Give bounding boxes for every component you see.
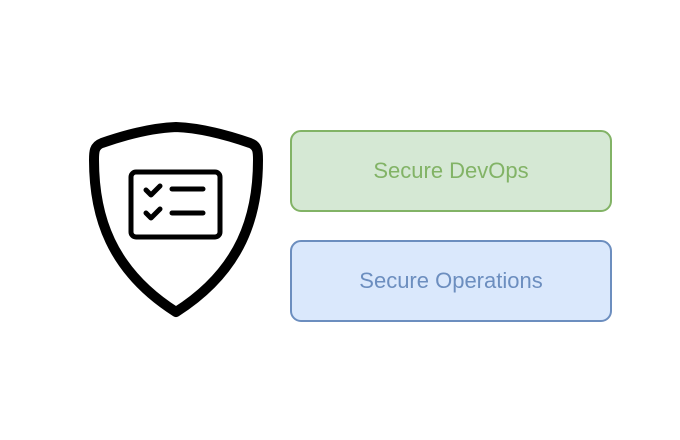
shield-checklist-icon xyxy=(89,122,263,317)
secure-operations-label: Secure Operations xyxy=(359,268,543,293)
secure-devops-label: Secure DevOps xyxy=(373,158,529,183)
secure-operations-box: Secure Operations xyxy=(290,240,612,322)
secure-devops-box: Secure DevOps xyxy=(290,130,612,212)
